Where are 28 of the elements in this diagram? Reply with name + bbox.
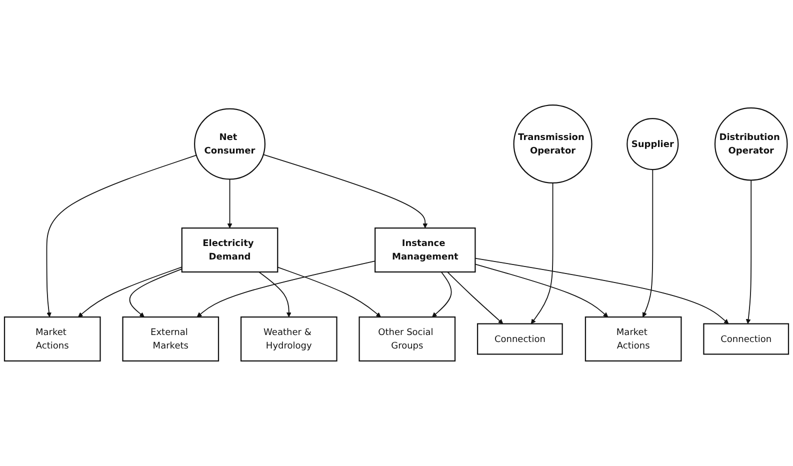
arrow	[46, 154, 197, 318]
node-circle: Distribution Operator	[714, 107, 788, 181]
node-box: Instance Management	[374, 227, 476, 273]
arrow	[746, 180, 752, 324]
arrow	[262, 154, 428, 228]
arrow	[474, 258, 729, 324]
node-box: Weather & Hydrology	[240, 316, 338, 362]
node-box: External Markets	[122, 316, 220, 362]
node-circle: Net Consumer	[194, 108, 266, 180]
arrow	[196, 260, 376, 318]
arrow	[258, 272, 292, 318]
node-box: Connection	[703, 323, 790, 355]
arrow	[227, 178, 232, 228]
arrow	[474, 264, 608, 318]
arrow	[277, 266, 381, 318]
node-box: Connection	[476, 323, 563, 355]
arrow	[432, 272, 452, 318]
node-box: Market Actions	[584, 316, 682, 362]
arrow	[642, 169, 654, 318]
arrow	[446, 272, 504, 324]
node-box: Other Social Groups	[358, 316, 456, 362]
arrow	[78, 266, 182, 318]
node-circle: Transmission Operator	[513, 104, 592, 184]
node-box: Market Actions	[4, 316, 101, 362]
node-box: Electricity Demand	[181, 227, 278, 273]
arrow	[129, 268, 182, 318]
arrow	[530, 182, 554, 324]
node-circle: Supplier	[626, 118, 679, 170]
